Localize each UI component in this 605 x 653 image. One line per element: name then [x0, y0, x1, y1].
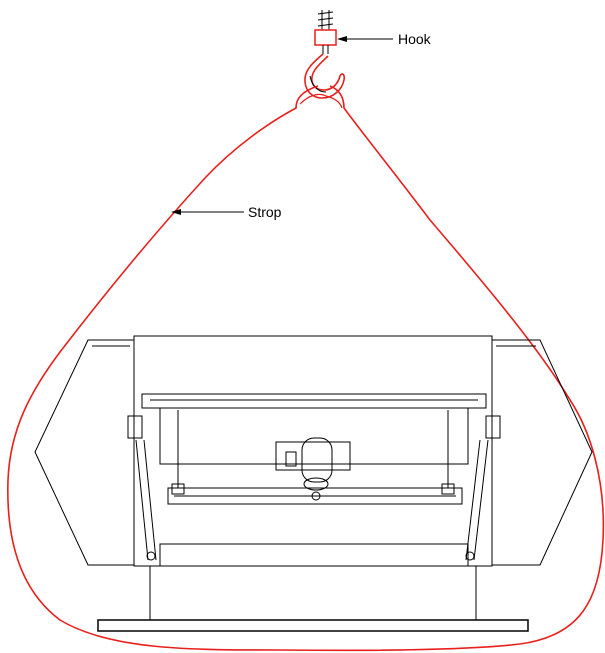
strop — [7, 85, 605, 652]
motor — [275, 437, 351, 501]
strop-label: Strop — [248, 204, 282, 220]
hook-label: Hook — [398, 31, 432, 47]
unit-body — [34, 335, 593, 632]
hook-assembly — [304, 10, 345, 99]
hook-callout: Hook — [337, 31, 432, 47]
hook-body — [304, 53, 345, 99]
hook-block — [314, 29, 337, 46]
strop-callout: Strop — [171, 204, 282, 220]
